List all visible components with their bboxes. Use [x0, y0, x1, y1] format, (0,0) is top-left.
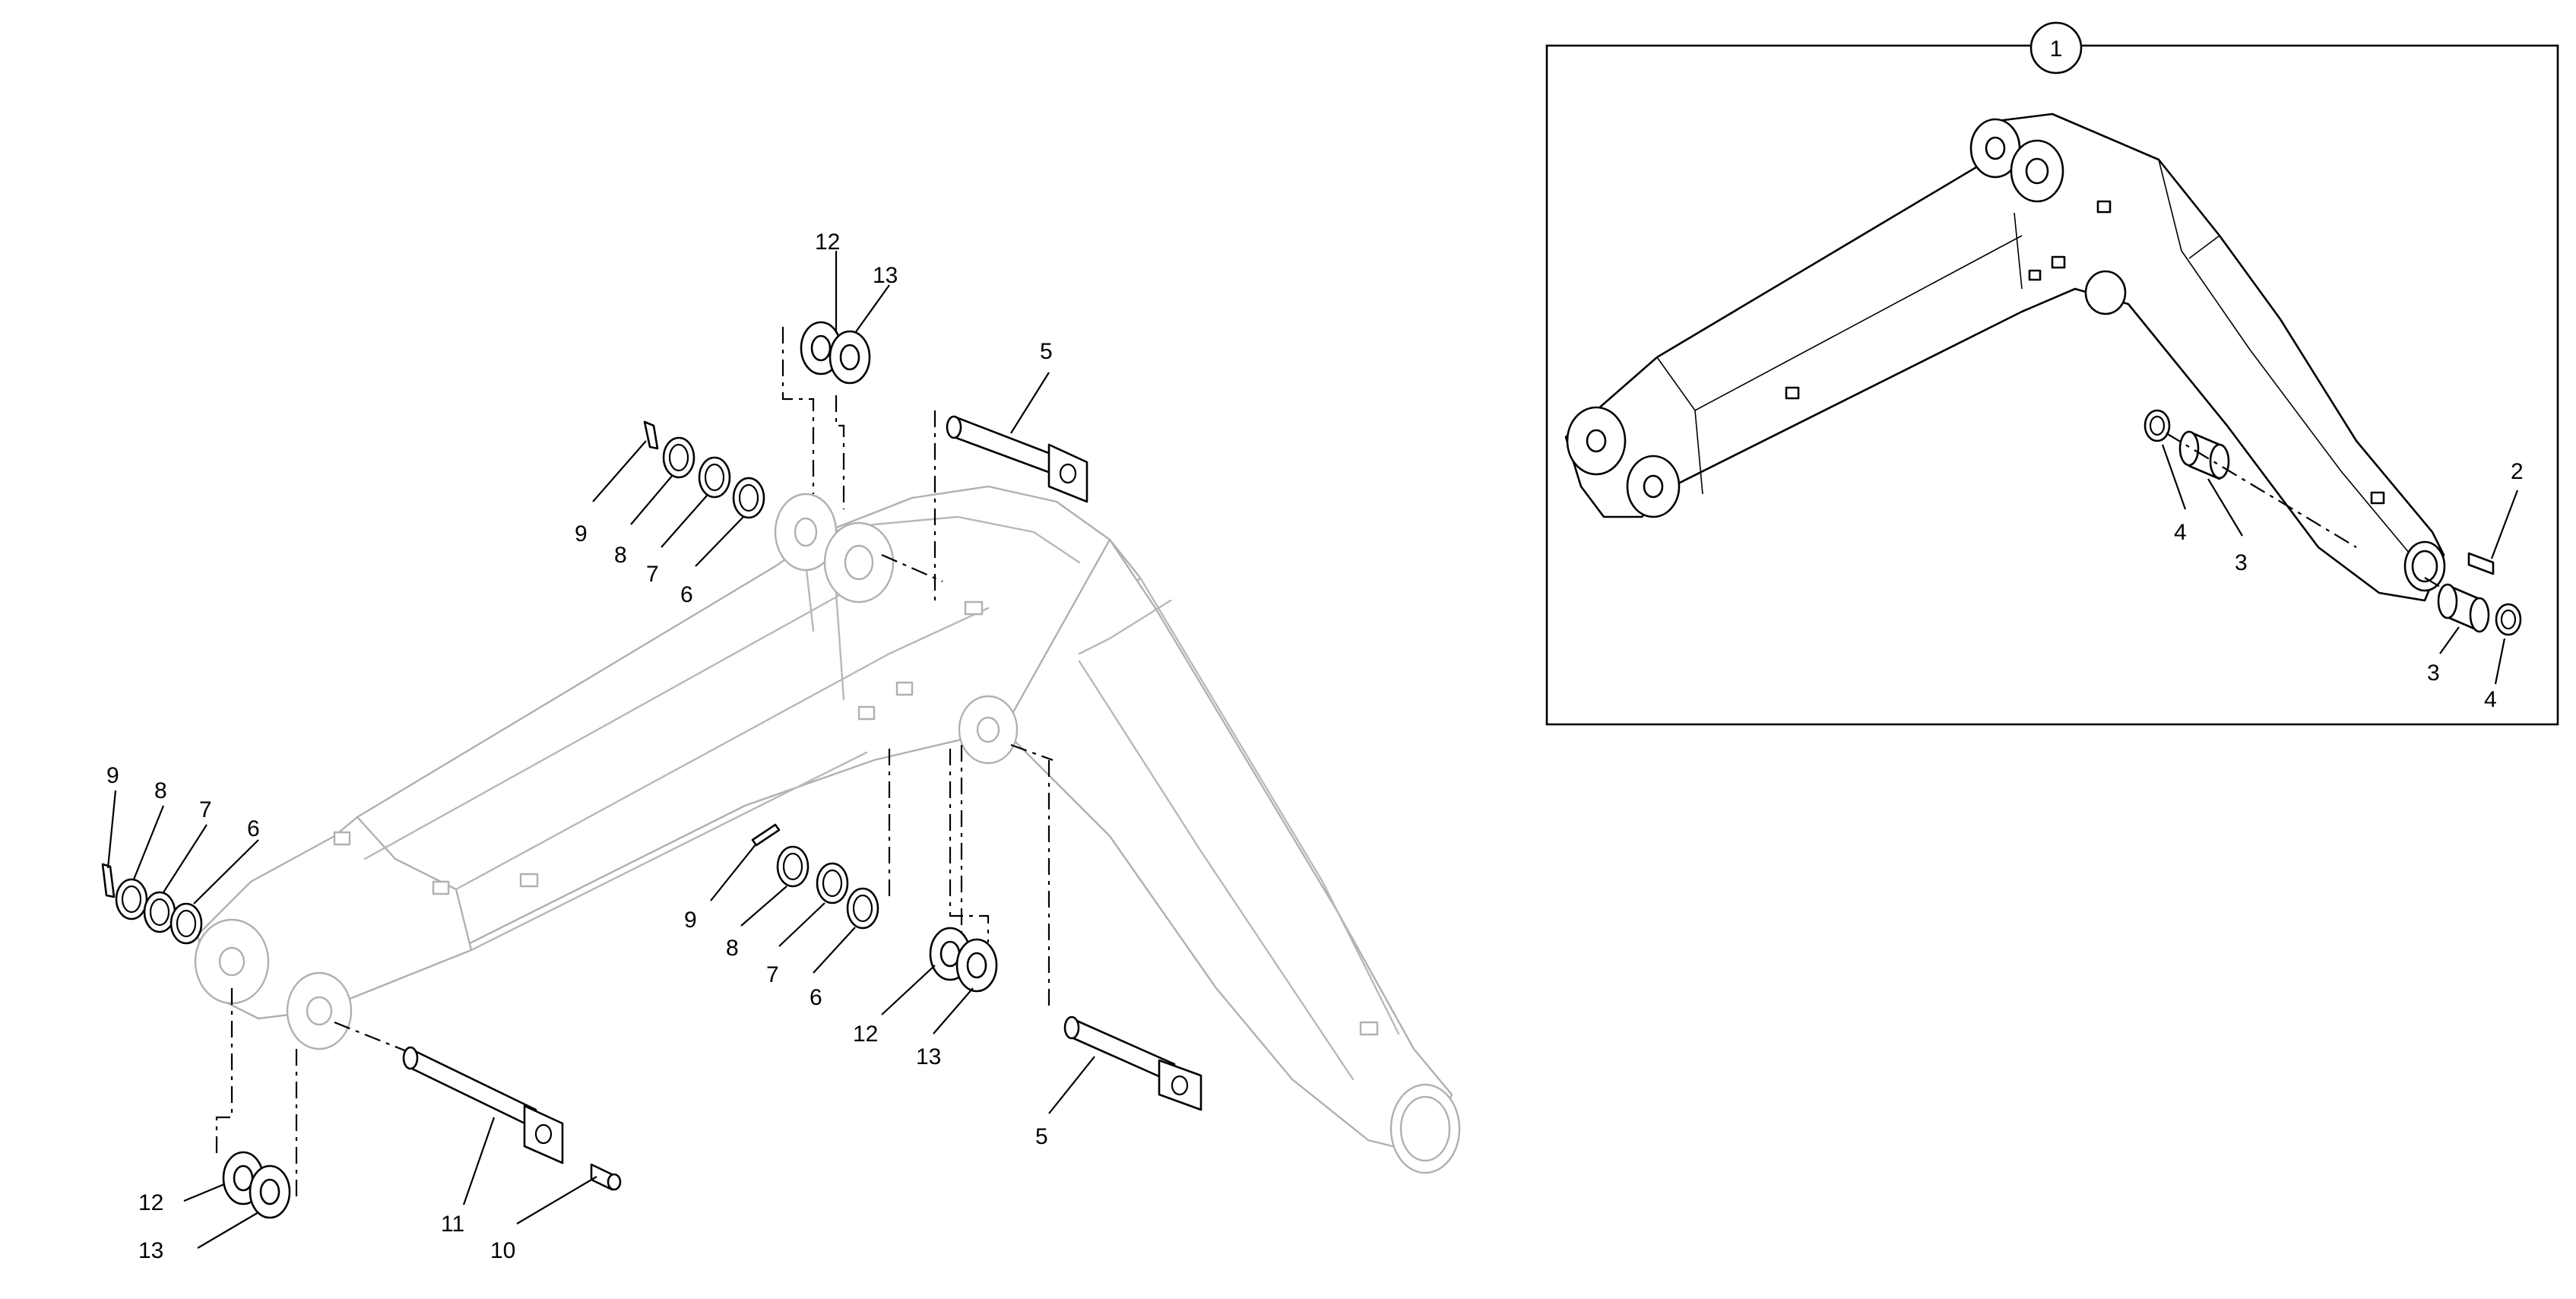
callout-6-mid: 6 [810, 985, 822, 1010]
inset-detail: 1 [1545, 21, 2559, 726]
callout-7-left: 7 [199, 797, 212, 822]
assembly-lines [215, 327, 1054, 1201]
washer-12-13-bottom [222, 1151, 291, 1219]
callout-12-bottom: 12 [138, 1190, 163, 1215]
inset-fitting-2 [2467, 552, 2495, 575]
inset-callout-2: 2 [2511, 459, 2524, 484]
callout-13-top: 13 [873, 263, 898, 288]
callout-7-mid: 7 [766, 962, 779, 987]
parts [101, 321, 1202, 1219]
inset-ring-4b [2495, 603, 2522, 636]
callout-12-top: 12 [815, 230, 840, 255]
inset-callout-3b: 3 [2427, 661, 2440, 686]
inset-callout-4b: 4 [2484, 687, 2497, 712]
callout-13-bottom: 13 [138, 1238, 163, 1263]
washer-12-13-top [800, 321, 871, 385]
callout-9-mid: 9 [684, 908, 697, 933]
washer-6-mid [846, 887, 879, 930]
cotter-9-left [101, 863, 116, 898]
leader-lines [106, 251, 1095, 1249]
callout-10: 10 [490, 1238, 515, 1263]
callout-12-mid: 12 [853, 1022, 878, 1047]
washer-6-top [732, 477, 765, 519]
grease-fitting-10 [590, 1163, 622, 1191]
inset-badge [2029, 21, 2083, 74]
callout-13-mid: 13 [916, 1044, 941, 1069]
callout-9-left: 9 [106, 763, 119, 788]
washer-8-left [115, 878, 148, 920]
washer-7-mid [816, 862, 849, 905]
inset-callout-3a: 3 [2235, 550, 2248, 575]
callout-7-top: 7 [646, 562, 659, 587]
callout-8-left: 8 [154, 778, 167, 803]
callout-9-top: 9 [575, 521, 588, 547]
callout-8-top: 8 [614, 543, 627, 568]
callout-5-top: 5 [1040, 339, 1053, 364]
cotter-9-top [643, 420, 659, 450]
callout-5-right: 5 [1035, 1124, 1048, 1149]
washer-8-top [662, 436, 695, 479]
washer-12-13-mid [929, 927, 998, 993]
pin-5-top [946, 415, 1088, 503]
callout-11: 11 [441, 1212, 464, 1237]
boom-body [194, 485, 1461, 1174]
inset-ring-4a [2143, 409, 2171, 442]
inset-badge-number: 1 [2050, 36, 2063, 62]
callout-6-left: 6 [247, 816, 260, 841]
callout-6-top: 6 [680, 582, 693, 607]
inset-callout-4a: 4 [2174, 520, 2187, 545]
washer-6-left [170, 902, 203, 945]
pin-11 [402, 1046, 564, 1164]
pin-5-right [1063, 1015, 1202, 1111]
callout-labels: 12 13 5 9 8 7 6 9 8 7 6 9 8 7 6 12 13 5 … [106, 230, 1053, 1263]
cotter-9-mid [751, 823, 781, 847]
washer-8-mid [776, 845, 810, 888]
callout-8-mid: 8 [726, 936, 739, 961]
washer-7-top [698, 456, 731, 499]
